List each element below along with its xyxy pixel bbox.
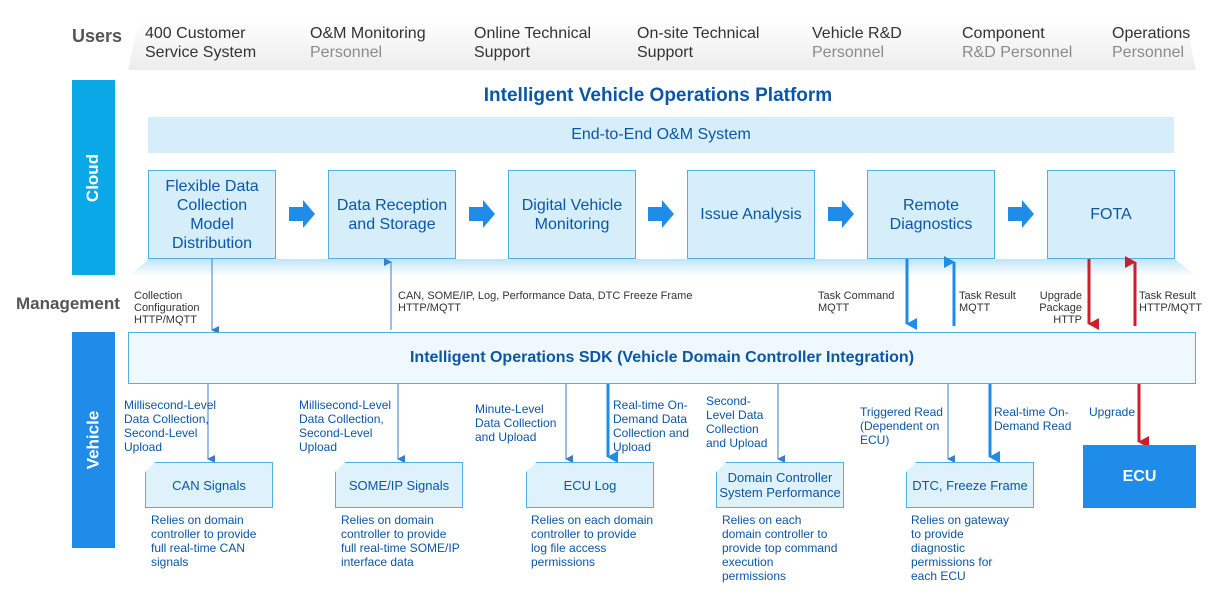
- stage-digital-monitoring: Digital Vehicle Monitoring: [508, 170, 636, 259]
- chevron-arrow-icon: [828, 200, 854, 228]
- target-domain-performance: Domain Controller System Performance: [716, 462, 844, 508]
- users-band: [128, 20, 1196, 70]
- ecu-label: ECU: [1122, 467, 1157, 485]
- system-title: End-to-End O&M System: [571, 126, 751, 143]
- data-upload-label: CAN, SOME/IP, Log, Performance Data, DTC…: [398, 290, 693, 314]
- management-layer-label: Management: [16, 294, 120, 313]
- sdk-title: Intelligent Operations SDK (Vehicle Doma…: [409, 349, 915, 366]
- platform-base: [128, 259, 1196, 276]
- chevron-arrow-icon: [1008, 200, 1034, 228]
- stage-remote-diagnostics: Remote Diagnostics: [867, 170, 995, 259]
- sdk-bar: Intelligent Operations SDK (Vehicle Doma…: [128, 332, 1196, 384]
- chevron-arrow-icon: [469, 200, 495, 228]
- vehicle-layer-label: Vehicle: [72, 332, 115, 548]
- flow-label-realtime-read: Real-time On-Demand Read: [994, 405, 1072, 433]
- cloud-layer-label: Cloud: [72, 80, 115, 275]
- flow-label-upgrade: Upgrade: [1089, 405, 1136, 419]
- target-can-signals: CAN Signals: [145, 462, 273, 508]
- target-someip-signals: SOME/IP Signals: [335, 462, 463, 508]
- target-ecu-log: ECU Log: [526, 462, 654, 508]
- stage-data-collection-model: Flexible Data Collection Model Distribut…: [148, 170, 276, 259]
- ecu-box: ECU: [1083, 445, 1196, 508]
- chevron-arrow-icon: [648, 200, 674, 228]
- stage-fota: FOTA: [1047, 170, 1175, 259]
- chevron-arrow-icon: [289, 200, 315, 228]
- platform-title: Intelligent Vehicle Operations Platform: [483, 85, 833, 106]
- target-dtc-freeze-frame: DTC, Freeze Frame: [906, 462, 1034, 508]
- users-label: Users: [72, 26, 123, 46]
- stage-issue-analysis: Issue Analysis: [687, 170, 815, 259]
- system-bar: End-to-End O&M System: [148, 117, 1174, 153]
- stage-data-reception: Data Reception and Storage: [328, 170, 456, 259]
